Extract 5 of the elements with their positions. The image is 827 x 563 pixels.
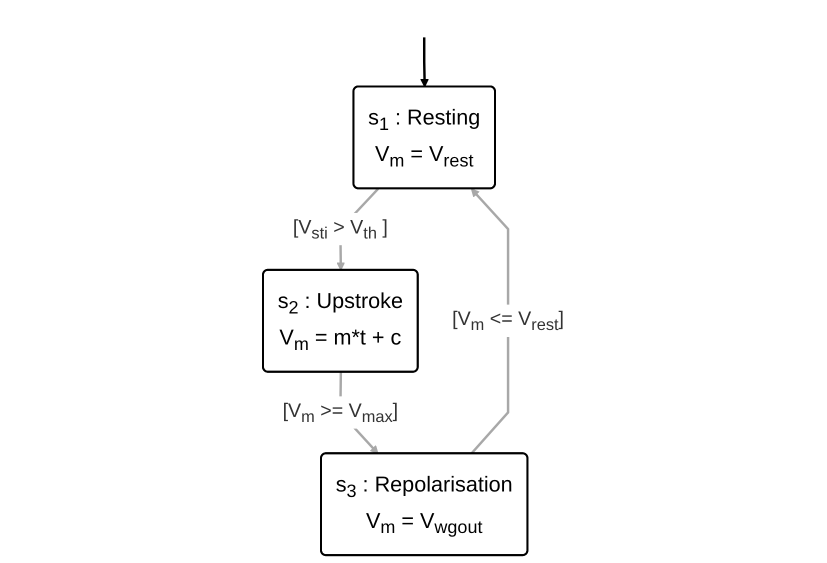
edge-label: [V$_{m}$ <= V$_{rest}$] bbox=[452, 308, 564, 334]
edge-label: [V$_{m}$ >= V$_{max}$] bbox=[282, 400, 398, 426]
arrow bbox=[420, 37, 429, 88]
arrow bbox=[470, 188, 510, 455]
edge-label: [V$_{sti}$ > V$_{th}$ ] bbox=[292, 216, 388, 242]
